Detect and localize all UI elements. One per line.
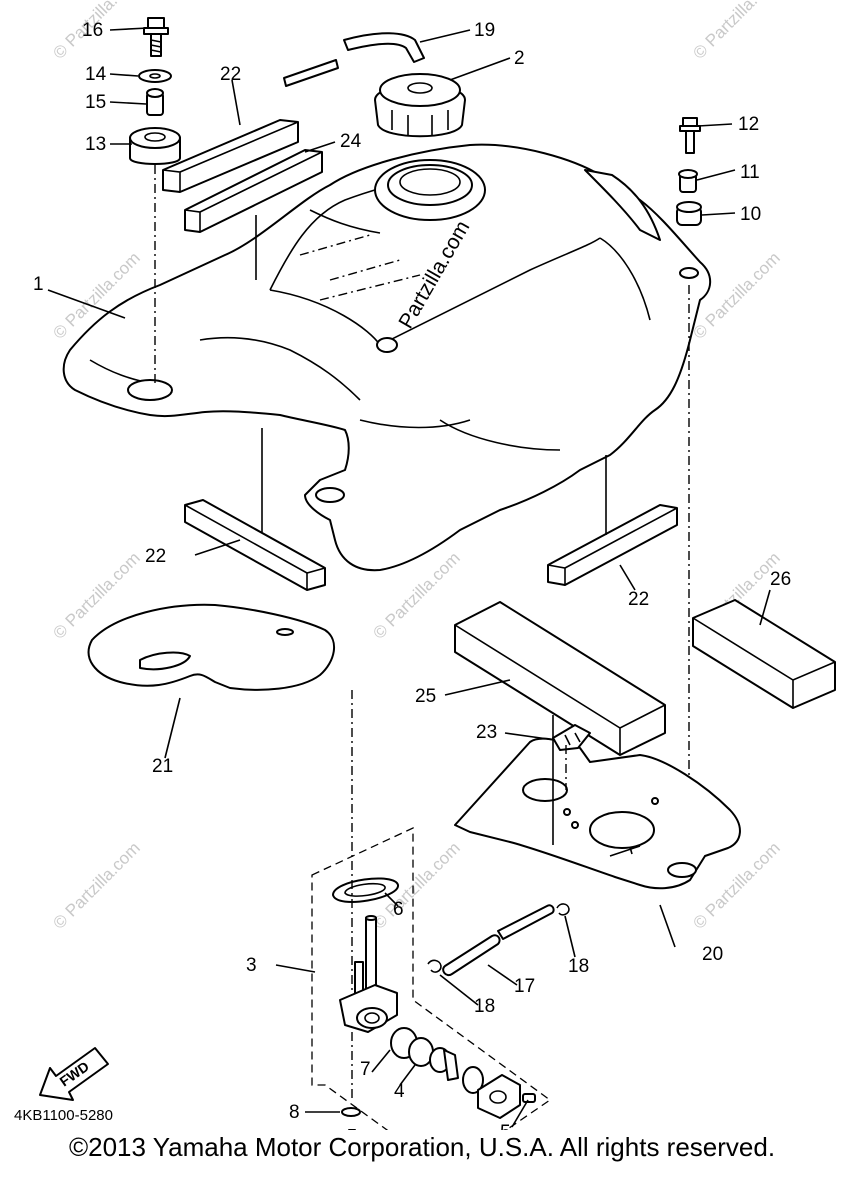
- watermark: © Partzilla.com: [49, 838, 143, 932]
- label-3: 3: [246, 955, 257, 976]
- label-5: 5: [500, 1122, 511, 1130]
- label-11: 11: [740, 162, 760, 183]
- fuel-hose-17: [442, 904, 555, 976]
- watermark: © Partzilla.com: [689, 0, 783, 63]
- gasket-washer: [462, 1066, 484, 1094]
- parts-diagram: © Partzilla.com © Partzilla.com © Partzi…: [14, 0, 836, 1130]
- clip-23: [552, 724, 591, 751]
- washer-8: [341, 1107, 361, 1117]
- label-15: 15: [85, 92, 106, 113]
- fwd-arrow-icon: FWD: [39, 1047, 109, 1101]
- label-23: 23: [476, 722, 497, 743]
- label-12: 12: [738, 114, 759, 135]
- damper-10: [676, 201, 702, 226]
- bolt-12: [679, 117, 701, 154]
- lever: [429, 1047, 459, 1081]
- bolt-16: [143, 17, 169, 57]
- plate-20: [454, 737, 741, 890]
- label-20: 20: [702, 944, 723, 965]
- label-26: 26: [770, 569, 791, 590]
- gasket-6: [332, 877, 399, 903]
- label-22-left: 22: [145, 546, 166, 567]
- label-2: 2: [514, 48, 525, 69]
- gasket-21: [87, 603, 335, 691]
- fuel-tank: [62, 143, 712, 572]
- pad-25: [454, 601, 666, 756]
- leader-lines: [47, 27, 771, 1128]
- label-7: 7: [360, 1059, 371, 1080]
- pad-24: [184, 149, 323, 233]
- pad-22-right: [547, 504, 678, 586]
- fuel-cock-3: [339, 915, 398, 1033]
- label-24: 24: [340, 131, 362, 152]
- label-21: 21: [152, 756, 173, 777]
- label-10: 10: [740, 204, 761, 225]
- collar-15: [146, 88, 164, 116]
- label-22-right: 22: [628, 589, 649, 610]
- clip-18a: [427, 959, 442, 973]
- label-14: 14: [85, 64, 107, 85]
- plate-5: [477, 1074, 536, 1119]
- label-25: 25: [415, 686, 436, 707]
- label-22-top: 22: [220, 64, 241, 85]
- label-13: 13: [85, 134, 106, 155]
- pad-26: [692, 599, 836, 709]
- clip-18b: [556, 903, 570, 916]
- pad-22-left: [184, 499, 326, 591]
- fuel-cap-2: [374, 73, 466, 138]
- drawing-code: 4KB1100-5280: [14, 1107, 113, 1124]
- breather-hose-19: [283, 32, 425, 87]
- label-18a: 18: [474, 996, 495, 1017]
- collar-11: [678, 169, 698, 193]
- label-1: 1: [33, 274, 44, 295]
- label-18b: 18: [568, 956, 589, 977]
- damper-13: [129, 127, 181, 165]
- pad-22-top: [162, 119, 299, 193]
- label-4: 4: [394, 1081, 405, 1102]
- copyright-notice: ©2013 Yamaha Motor Corporation, U.S.A. A…: [68, 1132, 776, 1162]
- washer-14: [138, 69, 172, 83]
- label-17: 17: [514, 976, 535, 997]
- label-6: 6: [393, 899, 404, 920]
- part-labels: 16 14 15 13 22 24 19 2 12 11 10 1 22 22 …: [33, 20, 791, 1130]
- label-8: 8: [289, 1102, 300, 1123]
- label-16: 16: [82, 20, 103, 41]
- label-19: 19: [474, 20, 495, 41]
